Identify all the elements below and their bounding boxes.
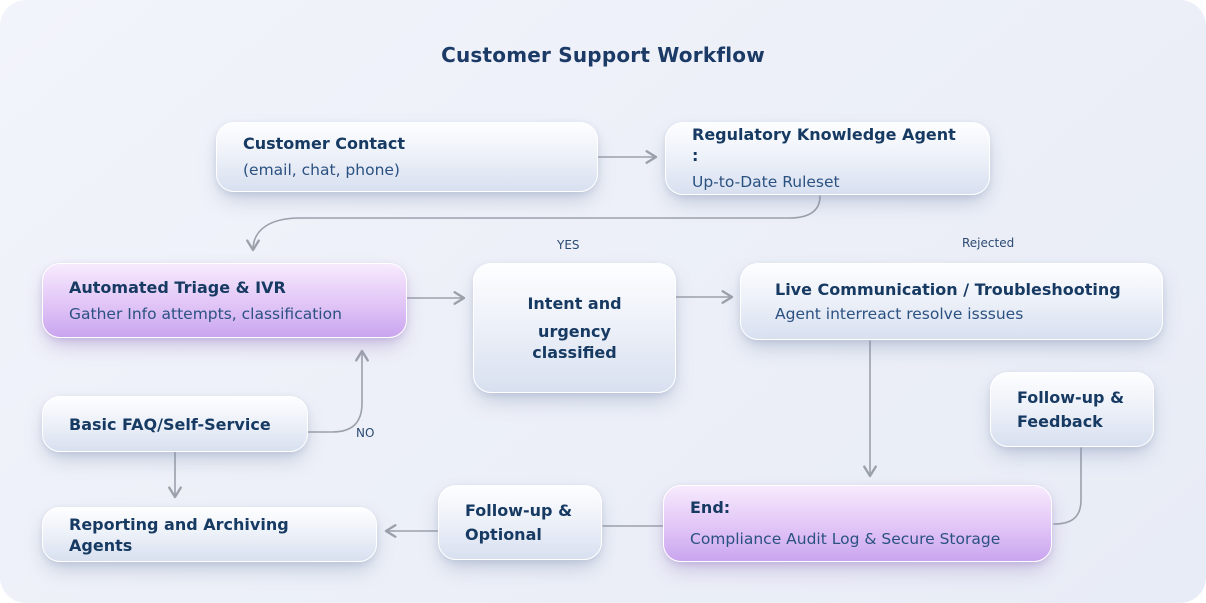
connector-faq-to-triage (307, 349, 369, 433)
node-regulatory-subtitle: Up-to-Date Ruleset (692, 173, 840, 191)
node-basic-faq: Basic FAQ/Self-Service (42, 396, 308, 452)
node-end-compliance: End: Compliance Audit Log & Secure Stora… (663, 485, 1052, 562)
node-reporting-title: Reporting and Archiving Agents (69, 514, 289, 555)
node-followup-feedback-line1: Follow-up & (1017, 388, 1125, 407)
node-regulatory-knowledge-agent: Regulatory Knowledge Agent : Up-to-Date … (665, 122, 990, 195)
node-regulatory-title: Regulatory Knowledge Agent : (692, 125, 956, 165)
node-intent-line1: Intent and (527, 294, 622, 313)
node-intent-line2: urgency classified (532, 322, 617, 362)
connector-regulatory-to-triage (246, 195, 821, 252)
node-followup-optional-line2: Optional (465, 525, 542, 544)
node-intent-urgency: Intent and urgency classified (473, 263, 676, 393)
node-followup-feedback-line2: Feedback (1017, 412, 1103, 431)
node-customer-contact: Customer Contact (email, chat, phone) (216, 122, 598, 192)
node-basic-faq-title: Basic FAQ/Self-Service (69, 414, 271, 434)
connector-feedback-to-end (1053, 447, 1082, 525)
node-followup-optional-line1: Follow-up & (465, 501, 573, 520)
node-followup-feedback: Follow-up & Feedback (990, 372, 1154, 447)
edge-label-no: NO (356, 426, 375, 440)
edge-label-yes: YES (557, 238, 580, 252)
node-live-communication-subtitle: Agent interreact resolve isssues (775, 304, 1024, 323)
node-live-communication-title: Live Communication / Troubleshooting (775, 279, 1121, 299)
node-end-title: End: (690, 498, 731, 517)
node-customer-contact-title: Customer Contact (243, 134, 405, 153)
node-customer-contact-subtitle: (email, chat, phone) (243, 161, 400, 179)
node-live-communication: Live Communication / Troubleshooting Age… (740, 263, 1163, 340)
node-automated-triage-subtitle: Gather Info attempts, classification (69, 304, 342, 323)
node-reporting-archiving: Reporting and Archiving Agents (42, 507, 377, 562)
page-title: Customer Support Workflow (441, 43, 765, 67)
node-automated-triage-title: Automated Triage & IVR (69, 277, 286, 297)
node-automated-triage: Automated Triage & IVR Gather Info attem… (42, 263, 407, 338)
node-followup-optional: Follow-up & Optional (438, 485, 602, 560)
edge-label-rejected: Rejected (962, 236, 1015, 250)
node-end-subtitle: Compliance Audit Log & Secure Storage (690, 530, 1001, 548)
